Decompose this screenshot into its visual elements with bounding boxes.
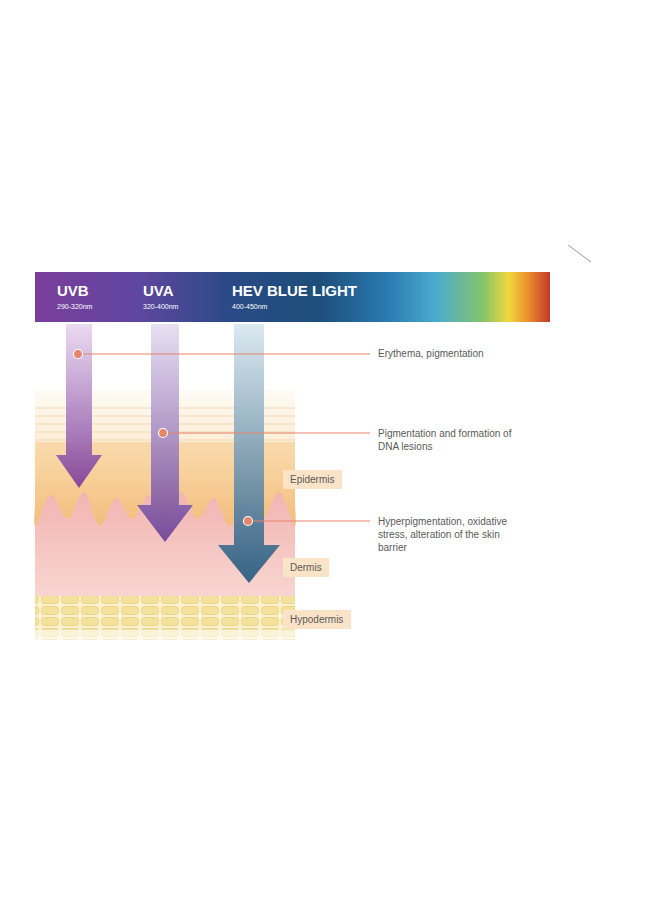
band-name: UVB bbox=[57, 282, 89, 299]
layer-name: Hypodermis bbox=[290, 613, 344, 626]
leader-line bbox=[248, 521, 370, 522]
layer-label: Dermis bbox=[283, 558, 329, 577]
leader-dot bbox=[159, 429, 168, 438]
leader-dot bbox=[244, 517, 253, 526]
callout-text: Pigmentation and formation of DNA lesion… bbox=[378, 427, 528, 453]
stray-mark bbox=[568, 245, 591, 262]
callout-text: Erythema, pigmentation bbox=[378, 347, 528, 360]
leader-dot bbox=[74, 350, 83, 359]
layer-label: Epidermis bbox=[283, 470, 342, 489]
band-name: UVA bbox=[143, 282, 174, 299]
light-arrow bbox=[56, 324, 102, 488]
leader-line bbox=[163, 433, 370, 434]
wavelength-range: 290-320nm bbox=[57, 303, 92, 311]
wavelength-range: 400-450nm bbox=[232, 303, 267, 311]
layer-name: Dermis bbox=[290, 561, 322, 574]
layer-label: Hypodermis bbox=[283, 610, 351, 629]
leader-line bbox=[78, 354, 370, 355]
band-name: HEV BLUE LIGHT bbox=[232, 282, 357, 299]
spectrum-band: UVB 290-320nm UVA 320-400nm HEV BLUE LIGHT 40… bbox=[35, 272, 550, 322]
fade bbox=[35, 630, 295, 644]
callout-text: Hyperpigmentation, oxidative stress, alt… bbox=[378, 515, 528, 554]
wavelength-range: 320-400nm bbox=[143, 303, 178, 311]
layer-name: Epidermis bbox=[290, 473, 335, 486]
light-arrow bbox=[218, 324, 280, 583]
